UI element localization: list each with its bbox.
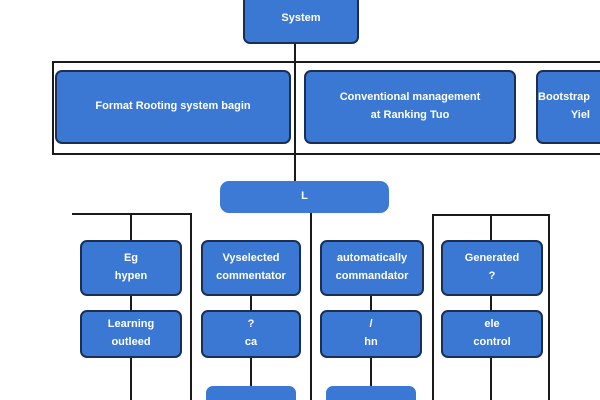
node-col1-2: Learning outleed: [80, 310, 182, 358]
node-col3-2-line-2: hn: [364, 336, 378, 348]
node-level1-1-line-1: Format Rooting system bagin: [95, 100, 251, 113]
node-level1-3-line-2: Yiel: [570, 109, 590, 121]
node-level1-1: Format Rooting system bagin: [55, 70, 291, 144]
connector-left-branch-rail: [72, 213, 192, 215]
node-level1-2: Conventional management at Ranking Tuo: [304, 70, 516, 144]
node-col4-2: ele control: [441, 310, 543, 358]
node-col4-2-line-2: control: [473, 336, 511, 348]
node-col3-2-line-1: /: [369, 318, 373, 331]
node-level1-2-line-2: at Ranking Tuo: [370, 109, 450, 121]
connector-col4-top: [490, 214, 492, 240]
node-hub: L: [220, 181, 389, 213]
node-col2-2-line-2: ca: [244, 336, 258, 348]
node-col1-1: Eg hypen: [80, 240, 182, 296]
node-hub-label: L: [301, 190, 308, 203]
node-col3-3: [326, 386, 416, 400]
node-col3-1-line-1: automatically: [336, 252, 408, 265]
node-col3-1-line-2: commandator: [335, 270, 409, 282]
connector-root-trunk: [294, 43, 296, 61]
connector-col4-mid: [490, 295, 492, 311]
connector-col3-mid: [370, 296, 372, 311]
node-col2-1: Vyselected commentator: [201, 240, 301, 296]
node-col1-2-line-2: outleed: [111, 336, 151, 348]
node-root: System: [243, 0, 359, 44]
node-col4-1-line-2: ?: [488, 270, 496, 282]
connector-col4-bottom: [490, 357, 492, 400]
node-level1-2-line-1: Conventional management: [339, 91, 481, 104]
connector-col3-bottom: [370, 357, 372, 387]
connector-middle-trunk: [294, 61, 296, 181]
connector-col2-bottom: [250, 357, 252, 387]
node-col4-2-line-1: ele: [484, 318, 500, 331]
node-col1-1-line-1: Eg: [123, 252, 139, 265]
node-col1-2-line-1: Learning: [107, 318, 155, 331]
connector-right-bracket-left: [432, 214, 434, 400]
node-col2-1-line-1: Vyselected: [222, 252, 280, 265]
node-col3-1: automatically commandator: [320, 240, 424, 296]
node-col4-1: Generated ?: [441, 240, 543, 296]
node-col2-3: [206, 386, 296, 400]
connector-left-branch-stem: [130, 213, 132, 241]
connector-level1-top-rail: [52, 61, 600, 63]
node-col2-2: ? ca: [201, 310, 301, 358]
node-col4-1-line-1: Generated: [464, 252, 520, 265]
connector-col1-mid: [130, 295, 132, 311]
node-col2-1-line-2: commentator: [216, 270, 286, 282]
node-col2-2-line-1: ?: [247, 318, 255, 331]
node-root-label: System: [281, 12, 321, 25]
connector-level1-bottom-rail: [52, 153, 600, 155]
connector-right-bracket-right: [548, 214, 550, 400]
connector-level1-left-end: [52, 61, 54, 155]
connector-col1-bottom: [130, 358, 132, 400]
node-level1-3: Bootstrap Yiel: [536, 70, 600, 144]
connector-left-branch-right: [190, 213, 192, 400]
connector-hub-down: [310, 212, 312, 400]
connector-col2-mid: [250, 296, 252, 311]
node-level1-3-line-1: Bootstrap: [538, 91, 590, 104]
node-col1-1-line-2: hypen: [114, 270, 148, 282]
node-col3-2: / hn: [320, 310, 422, 358]
